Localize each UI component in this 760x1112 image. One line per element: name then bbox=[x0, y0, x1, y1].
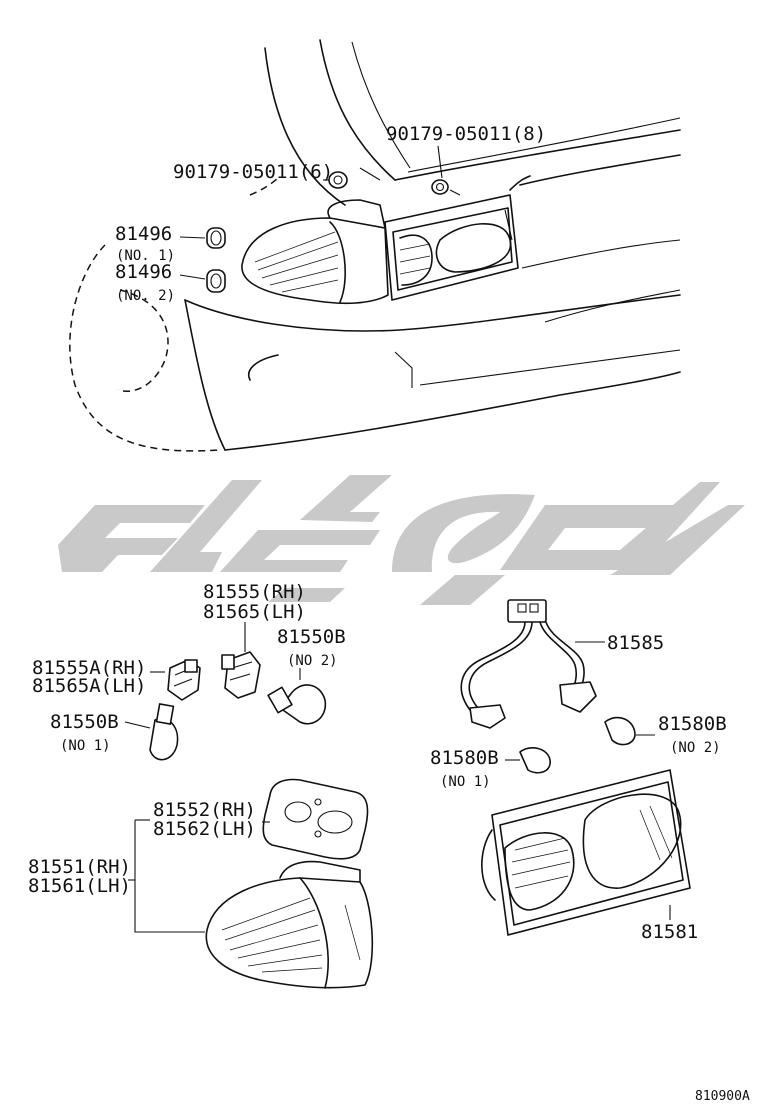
label-gasket-rh: 81552(RH) bbox=[153, 799, 256, 821]
bulb-icon bbox=[519, 716, 636, 774]
socket-icon bbox=[167, 651, 261, 701]
label-bulb-no1-right-note: (NO 1) bbox=[440, 774, 491, 790]
wiring-harness-icon bbox=[460, 599, 597, 729]
label-plug-2: 81496 bbox=[115, 261, 172, 283]
clip-icon bbox=[328, 171, 449, 195]
label-bulb-no2-right-note: (NO 2) bbox=[670, 740, 721, 756]
label-bulb-no1-left-note: (NO 1) bbox=[60, 738, 111, 754]
label-plug-2-note: (NO. 2) bbox=[116, 288, 175, 304]
label-bulb-no1-right: 81580B bbox=[430, 747, 499, 769]
label-plug-1-note: (NO. 1) bbox=[116, 248, 175, 264]
rear-lamp-icon bbox=[481, 769, 691, 936]
label-plug-1: 81496 bbox=[115, 223, 172, 245]
label-socket-rh: 81555(RH) bbox=[203, 581, 306, 603]
label-lamp-rh: 81551(RH) bbox=[28, 856, 131, 878]
gasket-icon bbox=[262, 778, 369, 860]
label-clip-right: 90179-05011(8) bbox=[386, 123, 546, 145]
label-lamp-lh: 81561(LH) bbox=[28, 875, 131, 897]
label-gasket-lh: 81562(LH) bbox=[153, 818, 256, 840]
label-socket-lh: 81565(LH) bbox=[203, 601, 306, 623]
label-socketA-lh: 81565A(LH) bbox=[32, 675, 146, 697]
label-bulb-no2-right: 81580B bbox=[658, 713, 727, 735]
label-clip-left: 90179-05011(6) bbox=[173, 161, 333, 183]
label-socketA-rh: 81555A(RH) bbox=[32, 657, 146, 679]
label-bulb-no2-left-note: (NO 2) bbox=[287, 653, 338, 669]
diagram-id: 810900A bbox=[695, 1089, 750, 1104]
installed-lamps bbox=[241, 194, 519, 305]
bulb-icon bbox=[149, 684, 327, 761]
watermark-logo bbox=[58, 475, 745, 605]
label-bulb-no2-left: 81550B bbox=[277, 626, 346, 648]
car-body bbox=[69, 39, 681, 452]
label-harness: 81585 bbox=[607, 632, 664, 654]
tail-lamp-icon bbox=[205, 860, 374, 989]
label-rear-lamp: 81581 bbox=[641, 921, 698, 943]
plug-icon bbox=[206, 227, 226, 293]
label-bulb-no1-left: 81550B bbox=[50, 711, 119, 733]
